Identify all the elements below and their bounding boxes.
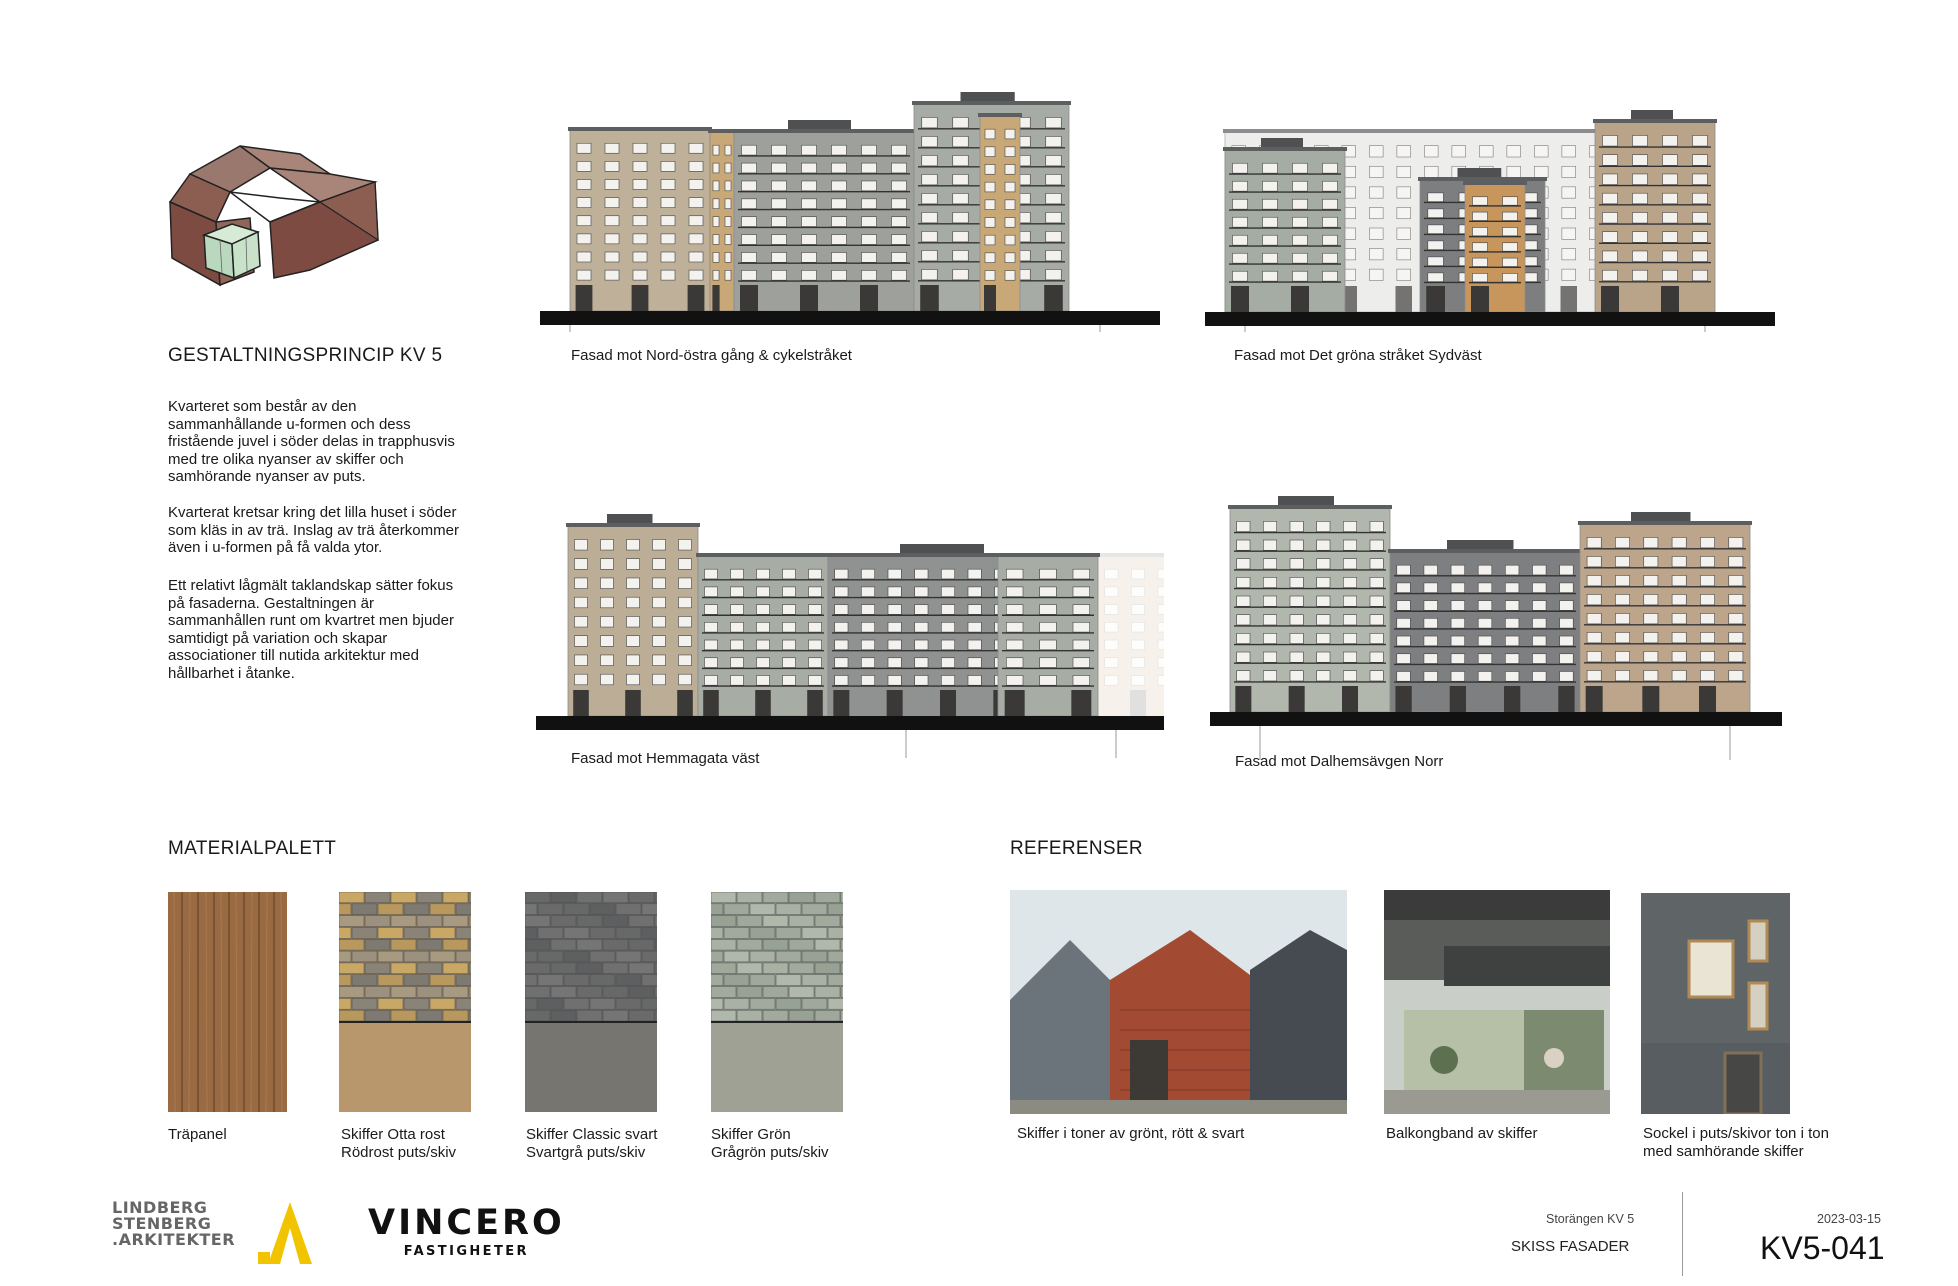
principle-title: GESTALTNINGSPRINCIP KV 5 bbox=[168, 345, 443, 366]
material-swatch-wood bbox=[168, 892, 287, 1112]
reference-caption-3: Sockel i puts/skivor ton i ton med samhö… bbox=[1643, 1125, 1829, 1161]
vincero-subtitle: FASTIGHETER bbox=[403, 1244, 529, 1259]
material-label-3b: Svartgrå puts/skiv bbox=[526, 1144, 646, 1161]
material-label-2b: Rödrost puts/skiv bbox=[341, 1144, 457, 1161]
elevation-hemmagata-vast bbox=[536, 510, 1164, 758]
reference-label-1: Skiffer i toner av grönt, rött & svart bbox=[1017, 1125, 1245, 1142]
material-caption-1: Träpanel bbox=[168, 1126, 227, 1144]
elevation-caption-4: Fasad mot Dalhemsävgen Norr bbox=[1235, 753, 1444, 770]
reference-label-3a: Sockel i puts/skivor ton i ton bbox=[1643, 1125, 1829, 1142]
lindberg-stenberg-logo: LINDBERG STENBERG .ARKITEKTER bbox=[112, 1200, 235, 1248]
reference-label-2: Balkongband av skiffer bbox=[1386, 1125, 1538, 1142]
title-block-divider bbox=[1682, 1192, 1683, 1276]
sheet-number: KV5-041 bbox=[1760, 1230, 1885, 1266]
principle-paragraph-3: Ett relativt lågmält taklandskap sätter … bbox=[168, 577, 454, 682]
material-caption-4: Skiffer Grön Grågrön puts/skiv bbox=[711, 1126, 829, 1162]
material-swatch-skiffer-otta-rost bbox=[339, 892, 471, 1112]
logo1-line2: STENBERG bbox=[112, 1214, 212, 1233]
elevation-caption-3: Fasad mot Hemmagata väst bbox=[571, 750, 760, 767]
reference-label-3b: med samhörande skiffer bbox=[1643, 1143, 1804, 1160]
material-swatch-skiffer-classic-svart bbox=[525, 892, 657, 1112]
elevation-sydvast bbox=[1205, 92, 1775, 332]
material-swatch-skiffer-gron bbox=[711, 892, 843, 1112]
reference-photo-1 bbox=[1010, 890, 1347, 1114]
material-caption-3: Skiffer Classic svart Svartgrå puts/skiv bbox=[526, 1126, 657, 1162]
logo1-line1: LINDBERG bbox=[112, 1198, 208, 1217]
material-label-4a: Skiffer Grön bbox=[711, 1126, 791, 1143]
elevation-caption-1: Fasad mot Nord-östra gång & cykelstråket bbox=[571, 347, 852, 364]
sheet-date: 2023-03-15 bbox=[1817, 1212, 1881, 1226]
reference-photo-3 bbox=[1641, 893, 1790, 1114]
reference-caption-2: Balkongband av skiffer bbox=[1386, 1125, 1538, 1143]
material-label-4b: Grågrön puts/skiv bbox=[711, 1144, 829, 1161]
vincero-wordmark: VINCERO bbox=[368, 1203, 565, 1243]
principle-paragraph-2: Kvarterat kretsar kring det lilla huset … bbox=[168, 504, 459, 557]
references-title: REFERENSER bbox=[1010, 838, 1143, 859]
reference-caption-1: Skiffer i toner av grönt, rött & svart bbox=[1017, 1125, 1244, 1143]
principle-paragraph-1: Kvarteret som består av den sammanhållan… bbox=[168, 398, 455, 486]
elevation-dalhemsvagen-norr bbox=[1210, 488, 1782, 760]
material-label-3a: Skiffer Classic svart bbox=[526, 1126, 658, 1143]
massing-model bbox=[160, 140, 380, 290]
vincero-logo: VINCERO FASTIGHETER bbox=[368, 1204, 565, 1259]
logo1-line3: .ARKITEKTER bbox=[112, 1230, 236, 1249]
material-label-2a: Skiffer Otta rost bbox=[341, 1126, 445, 1143]
project-name: Storängen KV 5 bbox=[1546, 1212, 1635, 1226]
material-caption-2: Skiffer Otta rost Rödrost puts/skiv bbox=[341, 1126, 456, 1162]
lindberg-stenberg-mark-icon bbox=[258, 1200, 322, 1266]
material-label-1: Träpanel bbox=[168, 1126, 227, 1143]
sheet-title: SKISS FASADER bbox=[1511, 1238, 1630, 1255]
materials-title: MATERIALPALETT bbox=[168, 838, 337, 859]
elevation-nordost bbox=[540, 86, 1160, 332]
elevation-caption-2: Fasad mot Det gröna stråket Sydväst bbox=[1234, 347, 1482, 364]
reference-photo-2 bbox=[1384, 890, 1610, 1114]
